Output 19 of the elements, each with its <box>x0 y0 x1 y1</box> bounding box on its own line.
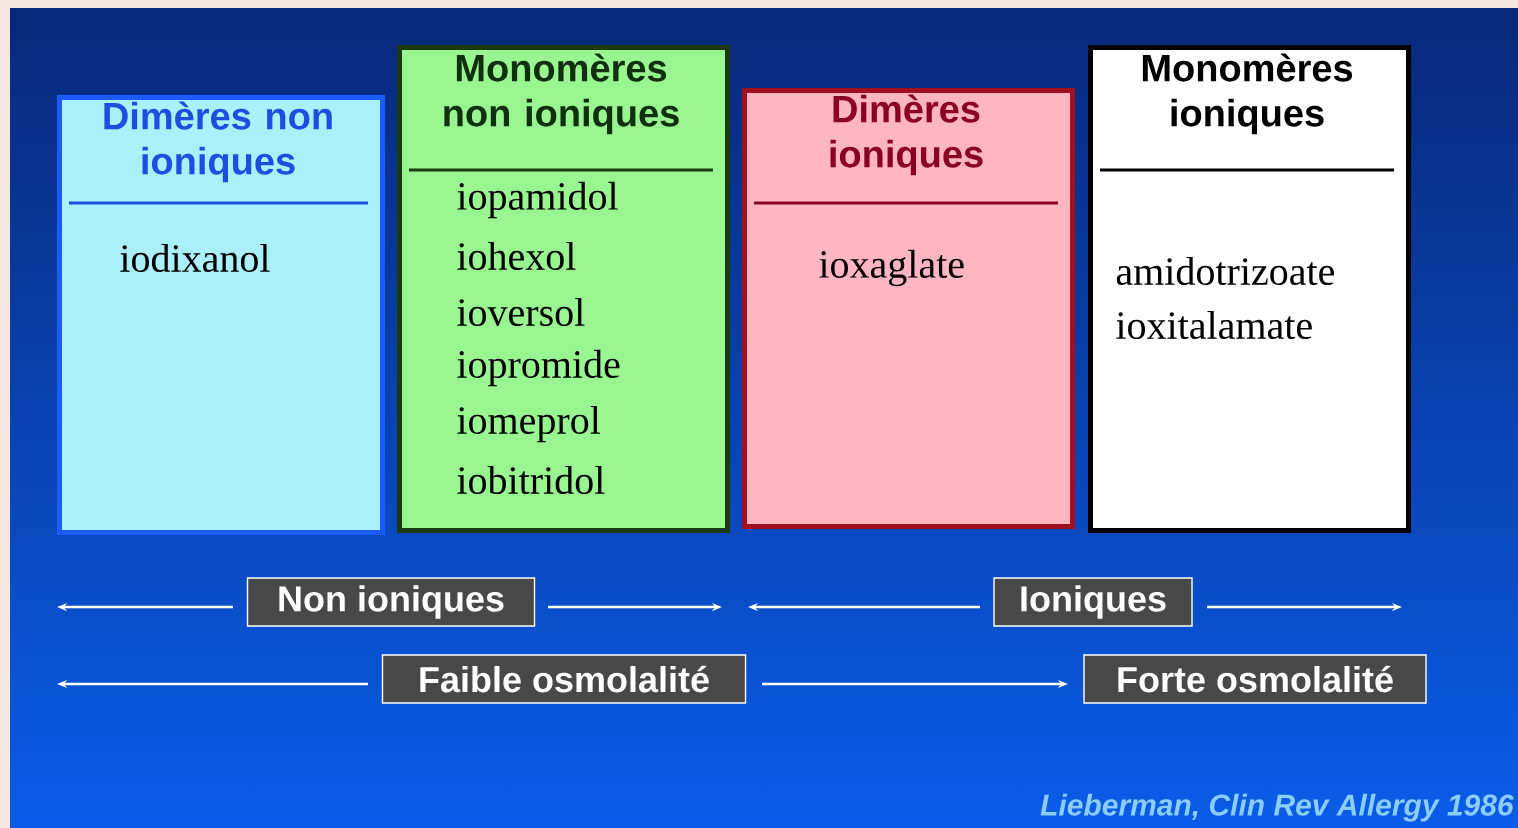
drug-name: amidotrizoate <box>1116 256 1334 286</box>
drug-name: ioxitalamate <box>1116 310 1312 340</box>
category-heading: Monomères ioniques <box>1142 53 1353 135</box>
drug-name: iopamidol <box>457 181 618 219</box>
category-heading: Monomères non ioniques <box>444 53 679 135</box>
category-heading: Dimères non ioniques <box>104 101 332 183</box>
label-box: Ioniques <box>993 577 1193 627</box>
drug-name: iopromide <box>457 349 620 387</box>
drug-name: ioversol <box>457 297 585 327</box>
drug-name: iomeprol <box>457 405 601 443</box>
drug-name: ioxaglate <box>819 249 964 287</box>
drug-name: iobitridol <box>457 465 605 495</box>
citation: Lieberman, Clin Rev Allergy 1986 <box>1040 793 1514 822</box>
label-box: Non ioniques <box>246 577 536 627</box>
category-heading: Dimères ioniques <box>830 94 983 176</box>
label-box: Faible osmolalité <box>381 654 747 704</box>
label-box: Forte osmolalité <box>1083 654 1427 704</box>
drug-name: iodixanol <box>120 243 270 273</box>
drug-name: iohexol <box>457 241 576 271</box>
